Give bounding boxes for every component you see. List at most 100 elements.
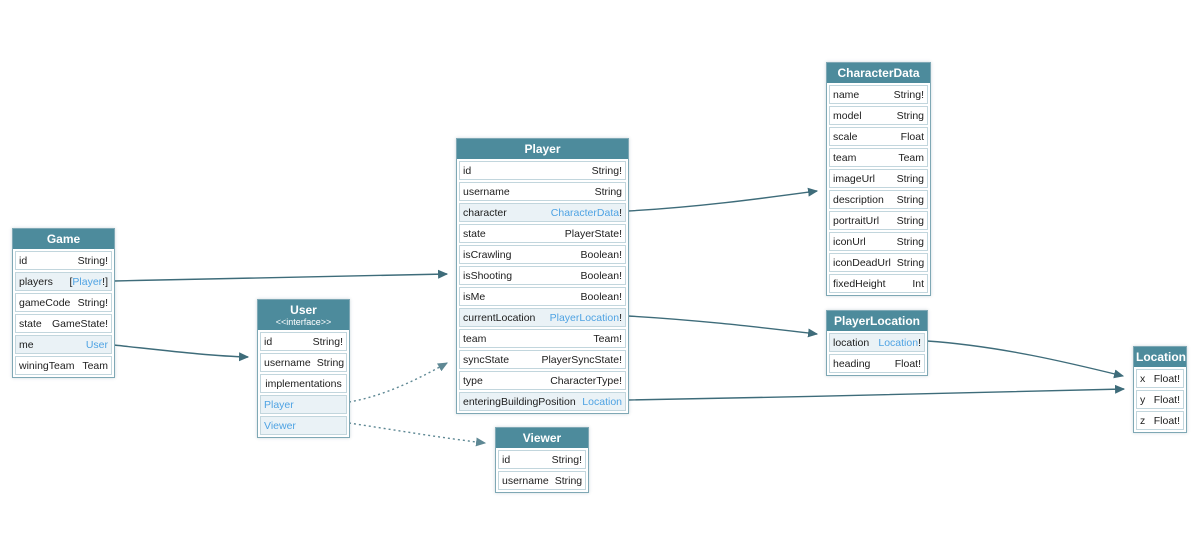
field-type: GameState! [51,317,108,330]
field-row[interactable]: isMe Boolean! [459,287,626,306]
node-subtitle: <<interface>> [275,317,332,327]
field-type: PlayerSyncState! [541,353,622,366]
field-row[interactable]: syncState PlayerSyncState! [459,350,626,369]
field-type: String! [591,164,622,177]
node-header-viewer[interactable]: Viewer [496,428,588,448]
field-type: User [86,339,108,351]
field-type-link[interactable]: PlayerLocation [549,311,620,324]
implementation-type-link[interactable]: Player [264,398,294,411]
field-type: Location [582,396,622,408]
field-name: id [264,335,273,348]
field-name: username [463,185,510,198]
node-header-player[interactable]: Player [457,139,628,159]
field-type-link[interactable]: CharacterData [550,206,620,219]
field-type: Boolean! [580,290,622,303]
field-type: Float [900,130,924,143]
field-row[interactable]: Viewer [260,416,347,435]
field-type-link[interactable]: User [85,338,108,351]
section-row[interactable]: implementations [260,374,347,393]
edge-player-currentlocation-to-playerlocation [627,315,819,338]
field-row[interactable]: imageUrl String [829,169,928,188]
node-header-location[interactable]: Location [1134,347,1186,367]
field-name: players [19,275,53,288]
field-name: enteringBuildingPosition [463,395,576,408]
field-name: z [1140,414,1146,427]
field-row[interactable]: Player [260,395,347,414]
field-type: String! [312,335,343,348]
node-header-playerlocation[interactable]: PlayerLocation [827,311,927,331]
node-title: Location [1136,350,1186,364]
field-type-link[interactable]: Player [72,275,103,288]
field-type: String! [893,88,924,101]
node-header-game[interactable]: Game [13,229,114,249]
field-row[interactable]: players [Player!] [15,272,112,291]
field-name: username [502,474,549,487]
node-header-user[interactable]: User<<interface>> [258,300,349,330]
field-name: model [833,109,862,122]
node-header-characterdata[interactable]: CharacterData [827,63,930,83]
field-name: team [833,151,857,164]
field-row[interactable]: enteringBuildingPosition Location [459,392,626,411]
node-title: Player [524,142,561,156]
field-name: imageUrl [833,172,876,185]
field-type-link[interactable]: Location [878,336,919,349]
field-row[interactable]: id String! [260,332,347,351]
field-name: isMe [463,290,486,303]
edge-user-player-implementation [348,362,448,403]
field-type: String [896,172,924,185]
field-type: [Player!] [69,275,108,288]
field-name: description [833,193,884,206]
field-name: gameCode [19,296,71,309]
field-name: iconUrl [833,235,866,248]
field-type: CharacterType! [550,374,622,387]
field-name: id [502,453,511,466]
field-name: syncState [463,353,510,366]
field-type-link[interactable]: Location [582,395,622,408]
node-title: PlayerLocation [833,314,921,328]
field-row[interactable]: gameCode String! [15,293,112,312]
field-name: heading [833,357,871,370]
implementation-type-link[interactable]: Viewer [264,419,296,432]
field-type: String! [77,296,108,309]
